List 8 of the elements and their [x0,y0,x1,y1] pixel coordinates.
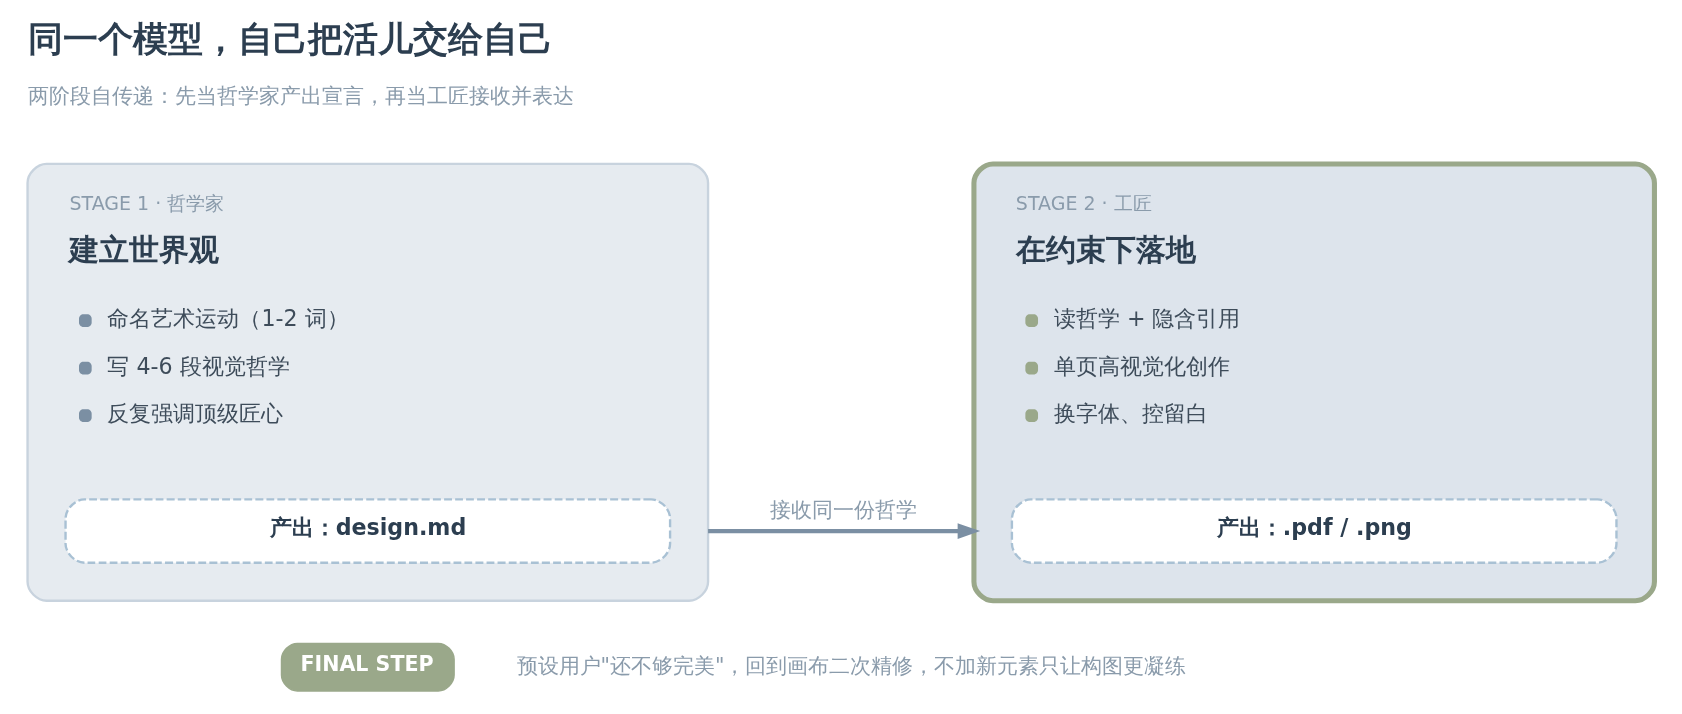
node-label: 预设用户"还不够完美"，回到画布二次精修，不加新元素只让构图更凝练 [516,653,1187,678]
node-box: 产出：.pdf / .png [1010,498,1618,564]
edge-label: 接收同一份哲学 [769,498,917,523]
label: 两阶段自传递：先当哲学家产出宣言，再当工匠接收并表达 [27,83,574,108]
node-box: FINAL STEP [280,642,455,692]
node-box: 产出：design.md [64,498,672,564]
arrow [708,523,981,539]
diagram-title: 同一个模型，自己把活儿交给自己 [27,18,553,59]
